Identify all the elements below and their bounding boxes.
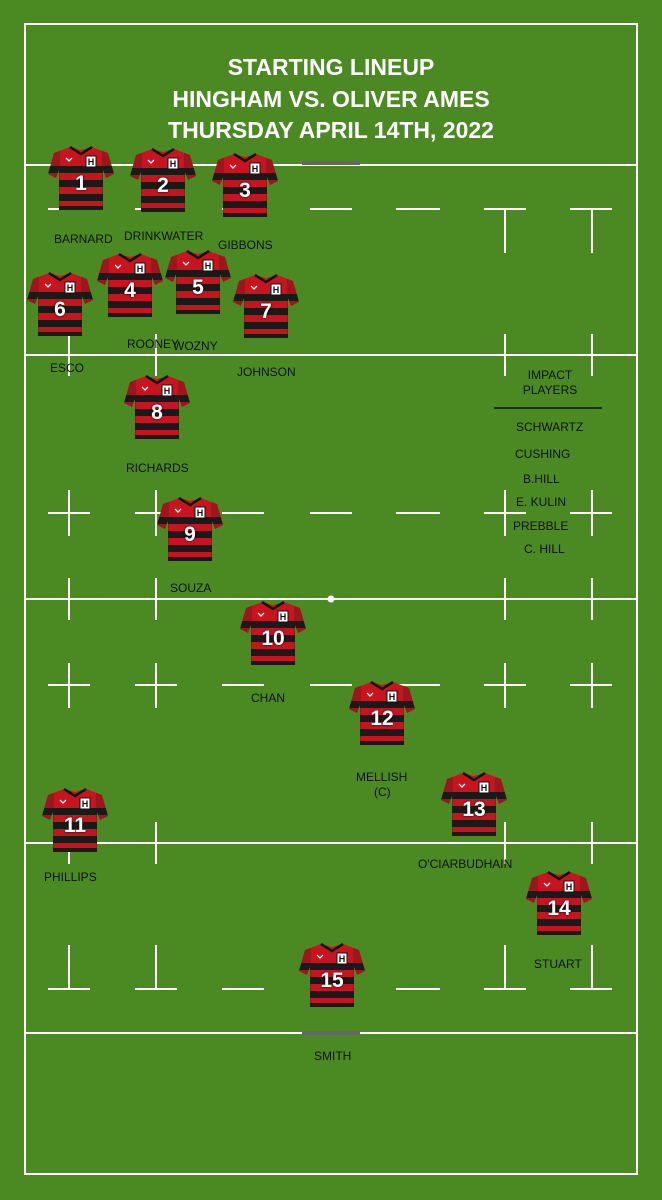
- impact-player: E. KULIN: [516, 495, 567, 509]
- svg-text:H: H: [280, 612, 287, 622]
- captain-tag: (C): [374, 785, 391, 799]
- jersey-number: 3: [239, 179, 251, 202]
- player-name: PHILLIPS: [44, 870, 97, 884]
- jersey-number: 11: [63, 814, 87, 837]
- svg-text:H: H: [481, 783, 488, 793]
- jersey-13: H 13: [441, 770, 507, 838]
- svg-text:H: H: [170, 159, 177, 169]
- jersey-number: 7: [260, 300, 272, 323]
- player-name: ESCO: [50, 361, 85, 375]
- jersey-14: H 14: [526, 869, 592, 937]
- jersey-number: 8: [151, 401, 163, 424]
- impact-heading-2: PLAYERS: [522, 383, 578, 397]
- player-name: JOHNSON: [237, 365, 296, 379]
- jersey-number: 15: [320, 969, 344, 992]
- jersey-number: 4: [124, 279, 136, 302]
- svg-text:H: H: [339, 954, 346, 964]
- jersey-5: H 5: [165, 248, 231, 316]
- svg-text:H: H: [88, 157, 95, 167]
- jersey-number: 2: [157, 174, 169, 197]
- jersey-15: H 15: [299, 941, 365, 1009]
- jersey-11: H 11: [42, 786, 108, 854]
- jersey-6: H 6: [27, 270, 93, 338]
- svg-text:H: H: [566, 882, 573, 892]
- impact-player: C. HILL: [524, 542, 565, 556]
- svg-text:H: H: [273, 285, 280, 295]
- player-name: O'CIARBUDHAIN: [418, 857, 513, 871]
- impact-player: CUSHING: [515, 447, 571, 461]
- title-line-1: STARTING LINEUP: [227, 54, 435, 80]
- jersey-number: 14: [547, 897, 571, 920]
- jersey-2: H 2: [130, 146, 196, 214]
- player-name: BARNARD: [54, 232, 113, 246]
- player-name: CHAN: [251, 691, 286, 705]
- jersey-9: H 9: [157, 495, 223, 563]
- title-line-2: HINGHAM VS. OLIVER AMES: [172, 86, 490, 112]
- player-name: GIBBONS: [218, 238, 273, 252]
- impact-player: SCHWARTZ: [516, 420, 584, 434]
- impact-player: PREBBLE: [513, 519, 569, 533]
- jersey-number: 12: [370, 707, 394, 730]
- jersey-number: 10: [261, 627, 285, 650]
- jersey-number: 6: [54, 298, 66, 321]
- jersey-8: H 8: [124, 373, 190, 441]
- player-name: WOZNY: [173, 339, 218, 353]
- svg-text:H: H: [197, 508, 204, 518]
- impact-heading-1: IMPACT: [527, 368, 573, 382]
- jersey-7: H 7: [233, 272, 299, 340]
- player-name: DRINKWATER: [124, 229, 204, 243]
- player-name: MELLISH: [356, 770, 408, 784]
- svg-text:H: H: [67, 283, 74, 293]
- svg-text:H: H: [205, 261, 212, 271]
- svg-text:H: H: [137, 264, 144, 274]
- jersey-1: H 1: [48, 144, 114, 212]
- player-name: STUART: [534, 957, 582, 971]
- impact-player: B.HILL: [523, 472, 560, 486]
- jersey-12: H 12: [349, 679, 415, 747]
- svg-text:H: H: [164, 386, 171, 396]
- player-name: ROONEY: [127, 337, 180, 351]
- jersey-number: 13: [462, 798, 486, 821]
- jersey-number: 1: [75, 172, 87, 195]
- player-name: SOUZA: [170, 581, 212, 595]
- svg-text:H: H: [389, 692, 396, 702]
- svg-text:H: H: [82, 799, 89, 809]
- jersey-3: H 3: [212, 151, 278, 219]
- jersey-number: 5: [192, 276, 204, 299]
- jersey-4: H 4: [97, 251, 163, 319]
- player-name: RICHARDS: [126, 461, 189, 475]
- svg-text:H: H: [252, 164, 259, 174]
- jersey-10: H 10: [240, 599, 306, 667]
- title-line-3: THURSDAY APRIL 14TH, 2022: [168, 117, 494, 143]
- player-name: SMITH: [314, 1049, 352, 1063]
- jersey-number: 9: [184, 523, 196, 546]
